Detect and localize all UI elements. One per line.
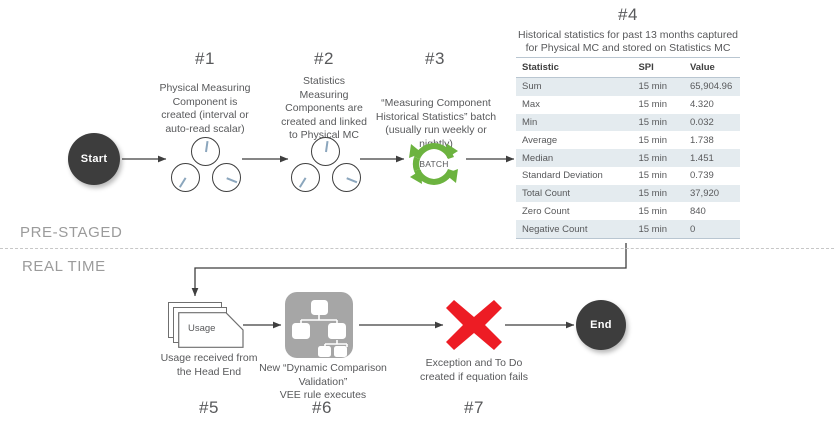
meter-icon (332, 163, 361, 192)
cell-statistic: Negative Count (516, 220, 633, 240)
meter-icon (212, 163, 241, 192)
cell-spi: 15 min (632, 131, 684, 150)
band-label-real-time: REAL TIME (22, 258, 106, 275)
cell-value: 4.320 (683, 95, 740, 114)
step-caption-2: Statistics Measuring Components are crea… (281, 75, 367, 141)
table-row: Max 15 min 4.320 (516, 95, 740, 114)
vee-rule-icon (285, 292, 353, 358)
meter-icon (291, 163, 320, 192)
end-node-label: End (590, 319, 612, 331)
cell-statistic: Median (516, 149, 633, 167)
step-number-5: #5 (199, 398, 219, 417)
start-node[interactable]: Start (68, 133, 120, 185)
arrow-table-to-usage (191, 243, 627, 297)
cell-statistic: Total Count (516, 184, 633, 203)
step-number-3: #3 (425, 49, 445, 68)
step-number-2: #2 (314, 49, 334, 68)
batch-recycle-icon: BATCH (406, 137, 462, 191)
table-header-row: Statistic SPI Value (516, 57, 740, 78)
cell-statistic: Sum (516, 77, 633, 96)
step-caption-5: Usage received from the Head End (160, 352, 258, 378)
cell-value: 0.032 (683, 113, 740, 132)
step-caption-1: Physical Measuring Component is created … (159, 82, 251, 135)
meter-cluster-icon-2 (288, 137, 364, 193)
cell-spi: 15 min (632, 202, 684, 221)
cell-spi: 15 min (632, 113, 684, 132)
cell-statistic: Zero Count (516, 202, 633, 221)
cell-statistic: Min (516, 113, 633, 132)
cell-spi: 15 min (632, 166, 684, 185)
cell-value: 65,904.96 (683, 77, 740, 96)
cell-statistic: Max (516, 95, 633, 114)
cell-statistic: Standard Deviation (516, 166, 633, 185)
cell-spi: 15 min (632, 95, 684, 114)
table-row: Zero Count 15 min 840 (516, 202, 740, 221)
usage-documents-icon: Usage (168, 302, 248, 350)
statistics-table-wrap: Statistic SPI Value Sum 15 min 65,904.96… (516, 57, 740, 240)
column-header-spi: SPI (632, 57, 684, 78)
cell-spi: 15 min (632, 77, 684, 96)
table-row: Negative Count 15 min 0 (516, 220, 740, 240)
cell-spi: 15 min (632, 149, 684, 167)
statistics-table: Statistic SPI Value Sum 15 min 65,904.96… (516, 57, 740, 240)
step-number-1: #1 (195, 49, 215, 68)
meter-icon (191, 137, 220, 166)
meter-icon (171, 163, 200, 192)
table-row: Sum 15 min 65,904.96 (516, 77, 740, 96)
column-header-value: Value (683, 57, 740, 78)
cell-spi: 15 min (632, 184, 684, 203)
cell-value: 840 (683, 202, 740, 221)
meter-cluster-icon-1 (168, 137, 244, 193)
start-node-label: Start (80, 153, 108, 165)
cell-value: 0 (683, 220, 740, 240)
table-row: Total Count 15 min 37,920 (516, 184, 740, 203)
table-row: Standard Deviation 15 min 0.739 (516, 166, 740, 185)
step-caption-4: Historical statistics for past 13 months… (517, 29, 738, 54)
column-header-statistic: Statistic (516, 57, 633, 78)
step-number-4: #4 (618, 5, 638, 24)
cell-spi: 15 min (632, 220, 684, 240)
step-number-7: #7 (464, 398, 484, 417)
step-caption-6: New “Dynamic Comparison Validation” VEE … (259, 362, 387, 401)
table-row: Min 15 min 0.032 (516, 113, 740, 132)
step-number-6: #6 (312, 398, 332, 417)
table-row: Median 15 min 1.451 (516, 149, 740, 167)
red-x-icon (444, 298, 504, 352)
band-label-pre-staged: PRE-STAGED (20, 224, 123, 241)
cell-value: 1.451 (683, 149, 740, 167)
band-divider (0, 248, 834, 249)
table-row: Average 15 min 1.738 (516, 131, 740, 150)
end-node[interactable]: End (576, 300, 626, 350)
batch-icon-label: BATCH (419, 159, 449, 169)
cell-value: 1.738 (683, 131, 740, 150)
usage-icon-label: Usage (188, 323, 216, 334)
cell-value: 37,920 (683, 184, 740, 203)
document-sheet-front (178, 312, 244, 348)
cell-value: 0.739 (683, 166, 740, 185)
meter-icon (311, 137, 340, 166)
cell-statistic: Average (516, 131, 633, 150)
step-caption-7: Exception and To Do created if equation … (420, 357, 528, 383)
